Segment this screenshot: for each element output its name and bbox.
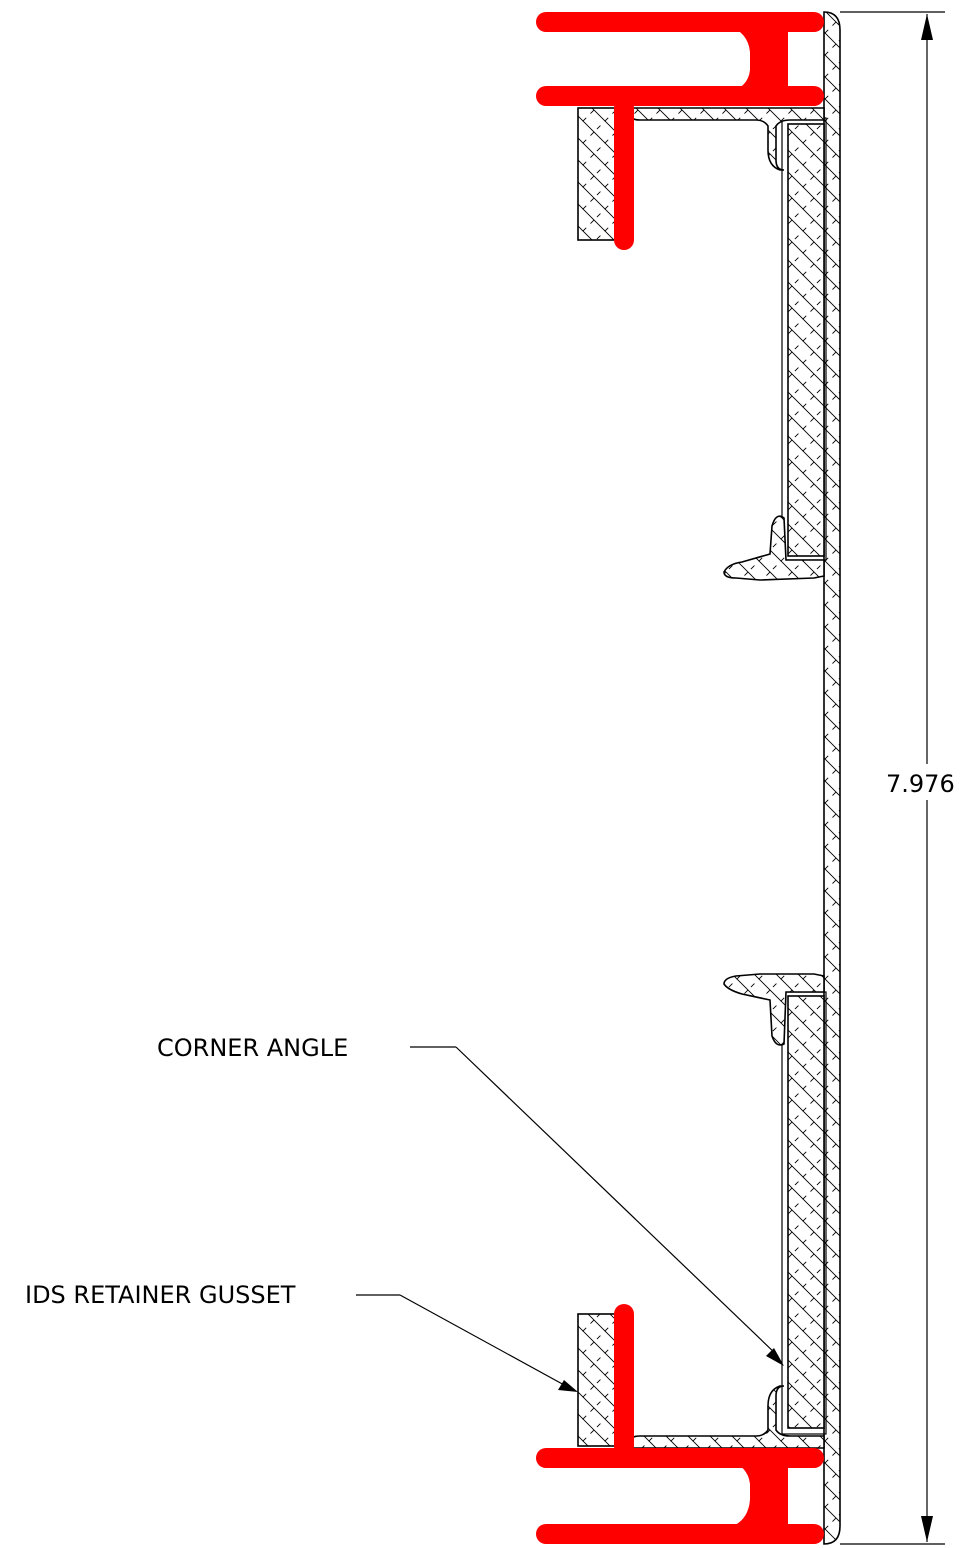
upper-panel-insert — [787, 123, 825, 557]
lower-gasket — [536, 1304, 824, 1544]
bottom-flange — [629, 1385, 825, 1449]
top-flange — [629, 107, 825, 171]
overall-height-dimension: 7.976 — [886, 14, 955, 1542]
callout-corner-angle: CORNER ANGLE — [157, 1034, 784, 1366]
upper-gasket — [536, 12, 824, 250]
dimension-value-label: 7.976 — [886, 770, 955, 798]
callout-ids-retainer-gusset: IDS RETAINER GUSSET — [25, 1281, 578, 1392]
lower-retainer-clip — [723, 973, 825, 1046]
corner-angle-label: CORNER ANGLE — [157, 1034, 348, 1062]
ids-retainer-gusset-leader-arrow — [558, 1380, 578, 1392]
lower-gusset-block — [577, 1313, 617, 1447]
corner-angle-leader-arrow — [766, 1348, 784, 1366]
upper-gusset-block — [577, 107, 617, 241]
lower-panel-insert — [787, 995, 825, 1429]
ids-retainer-gusset-label: IDS RETAINER GUSSET — [25, 1281, 296, 1309]
upper-retainer-clip — [723, 515, 825, 581]
